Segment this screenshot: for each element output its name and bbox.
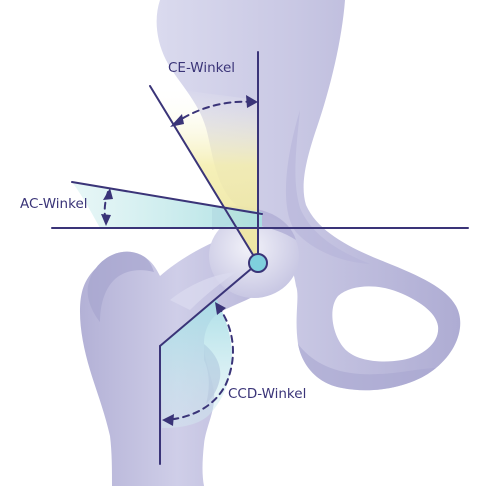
ac-angle-area (72, 182, 262, 228)
ac-arrowhead-top (103, 188, 113, 200)
femoral-head-center-marker (248, 253, 268, 273)
femoral-neck-axis (159, 262, 259, 347)
ce-arrowhead-left (170, 114, 184, 127)
ccd-arrowhead-bottom (162, 414, 174, 426)
ce-lateral-line (149, 85, 259, 264)
ac-angle-label: AC-Winkel (20, 196, 88, 212)
ce-angle-label: CE-Winkel (168, 60, 235, 76)
ac-roof-line (71, 181, 263, 215)
ccd-arrowhead-top (215, 302, 226, 315)
ce-arrowhead-right (246, 95, 258, 108)
ccd-angle-label: CCD-Winkel (228, 386, 306, 402)
ccd-angle-arc (165, 305, 234, 421)
ccd-angle-area (160, 298, 232, 428)
ac-arrowhead-bottom (101, 214, 111, 226)
